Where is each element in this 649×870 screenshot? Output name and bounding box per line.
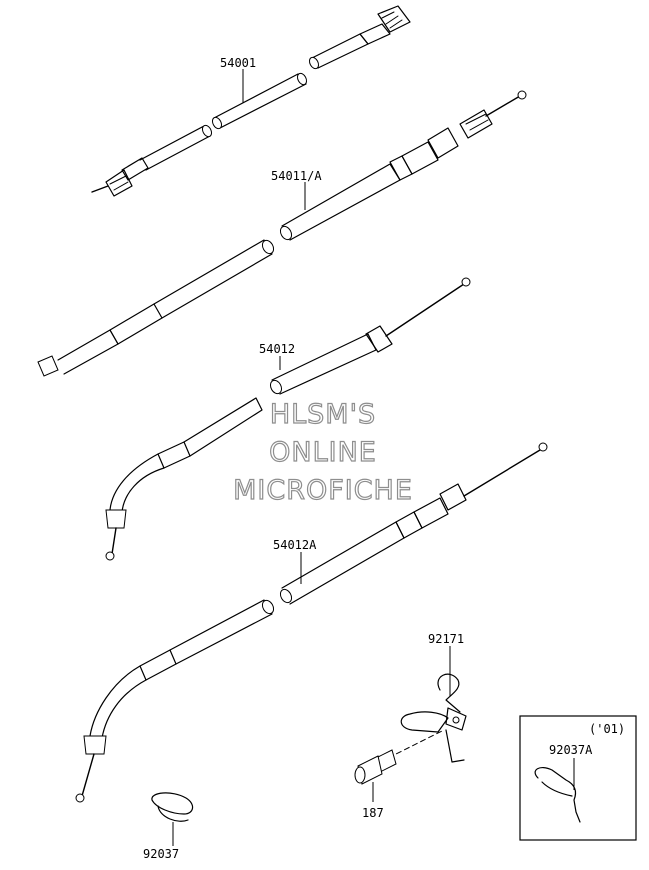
watermark-line-3: MICROFICHE: [233, 475, 413, 506]
throttle-cable-b: [105, 277, 471, 561]
label-54001: 54001: [220, 56, 256, 70]
bolt-187: [354, 729, 445, 785]
label-187: 187: [362, 806, 384, 820]
watermark-line-1: HLSM'S: [270, 399, 376, 430]
clamp-92037: [151, 792, 194, 822]
inset-box: [519, 715, 637, 841]
speedo-upper-nut: [377, 5, 411, 33]
throttle-cable-a: [37, 90, 527, 377]
throttle-a-adjuster: [459, 109, 493, 139]
label-92037: 92037: [143, 847, 179, 861]
watermark-line-2: ONLINE: [269, 437, 377, 468]
bracket-92171: [400, 673, 467, 763]
label-54012a: 54012A: [273, 538, 317, 552]
choke-cable: [75, 442, 548, 803]
label-54012: 54012: [259, 342, 295, 356]
inset-note: ('01): [589, 722, 625, 736]
label-92171: 92171: [428, 632, 464, 646]
label-92037a: 92037A: [549, 743, 593, 757]
label-54011a: 54011/A: [271, 169, 322, 183]
speedometer-cable: [91, 5, 411, 197]
clamp-92037A: [534, 766, 581, 823]
speedo-lower-nut: [105, 169, 133, 197]
